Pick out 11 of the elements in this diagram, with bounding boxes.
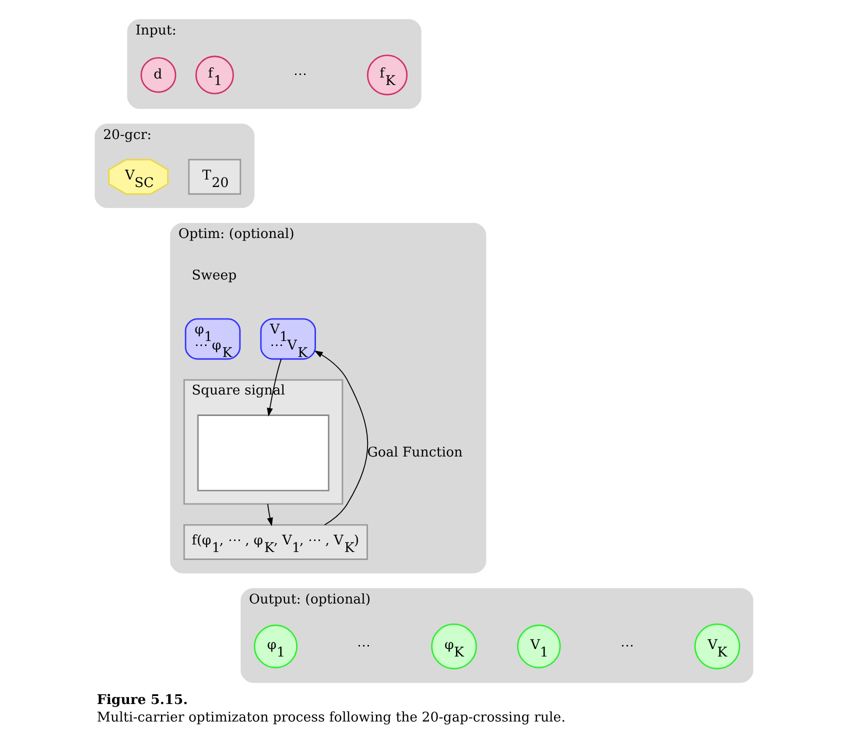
label: ⋯ (292, 68, 306, 82)
arrow (266, 503, 272, 526)
label: ⋯ (620, 638, 633, 654)
node-box (196, 414, 329, 492)
label: Sweep (191, 268, 236, 284)
arrow (314, 350, 368, 526)
label: ⋯ (356, 638, 370, 654)
arrow (266, 358, 282, 417)
edge-label: Goal Function (366, 445, 462, 460)
caption: Figure 5.15. Multi-carrier optimizaton process following the 20-gap-crossing rule. (96, 692, 565, 726)
node-circle: d (140, 57, 176, 93)
